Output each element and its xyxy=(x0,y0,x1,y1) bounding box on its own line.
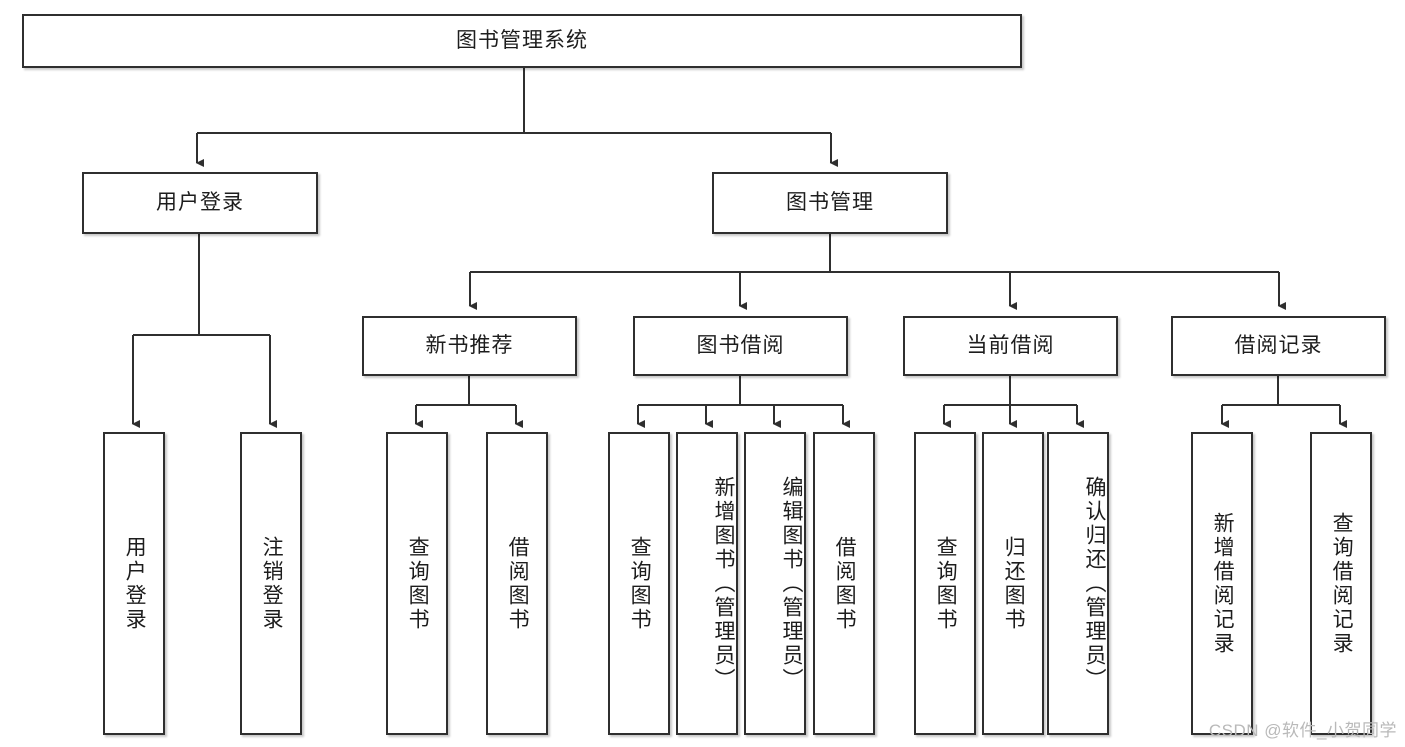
node-label: 查询图书 xyxy=(934,535,958,632)
leaf-user-login[interactable]: 用户登录 xyxy=(103,432,165,735)
node-label: 图书管理系统 xyxy=(456,29,588,53)
leaf-query-book-borrow[interactable]: 查询图书 xyxy=(608,432,670,735)
node-label: 借阅记录 xyxy=(1234,334,1323,358)
node-root-book-management-system[interactable]: 图书管理系统 xyxy=(22,14,1022,68)
leaf-borrow-book[interactable]: 借阅图书 xyxy=(813,432,875,735)
node-current-borrow[interactable]: 当前借阅 xyxy=(903,316,1118,376)
node-label: 新增图书（管理员） xyxy=(712,475,735,692)
leaf-edit-book-admin[interactable]: 编辑图书（管理员） xyxy=(744,432,806,735)
node-label: 查询图书 xyxy=(628,535,652,632)
node-label: 确认归还（管理员） xyxy=(1083,475,1106,692)
node-label: 图书借阅 xyxy=(696,334,785,358)
leaf-borrow-book-recommend[interactable]: 借阅图书 xyxy=(486,432,548,735)
node-label: 归还图书 xyxy=(1002,535,1026,632)
watermark-text: CSDN @软件_小贺同学 xyxy=(1208,721,1397,740)
node-label: 查询借阅记录 xyxy=(1330,511,1354,656)
leaf-query-book-current[interactable]: 查询图书 xyxy=(914,432,976,735)
node-label: 借阅图书 xyxy=(833,535,857,632)
leaf-add-book-admin[interactable]: 新增图书（管理员） xyxy=(676,432,738,735)
leaf-add-borrow-record[interactable]: 新增借阅记录 xyxy=(1191,432,1253,735)
node-label: 用户登录 xyxy=(123,535,147,632)
node-label: 新书推荐 xyxy=(425,334,514,358)
node-user-login[interactable]: 用户登录 xyxy=(82,172,318,234)
leaf-logout-login[interactable]: 注销登录 xyxy=(240,432,302,735)
node-label: 当前借阅 xyxy=(966,334,1055,358)
node-label: 用户登录 xyxy=(156,191,244,215)
leaf-query-book-recommend[interactable]: 查询图书 xyxy=(386,432,448,735)
node-label: 查询图书 xyxy=(406,535,430,632)
node-label: 注销登录 xyxy=(260,535,284,632)
node-book-borrow[interactable]: 图书借阅 xyxy=(633,316,848,376)
node-label: 图书管理 xyxy=(786,191,874,215)
leaf-return-book[interactable]: 归还图书 xyxy=(982,432,1044,735)
node-label: 编辑图书（管理员） xyxy=(780,475,803,692)
node-label: 借阅图书 xyxy=(506,535,530,632)
node-book-management[interactable]: 图书管理 xyxy=(712,172,948,234)
leaf-query-borrow-record[interactable]: 查询借阅记录 xyxy=(1310,432,1372,735)
node-new-book-recommend[interactable]: 新书推荐 xyxy=(362,316,577,376)
node-label: 新增借阅记录 xyxy=(1211,511,1235,656)
leaf-confirm-return-admin[interactable]: 确认归还（管理员） xyxy=(1047,432,1109,735)
node-borrow-record[interactable]: 借阅记录 xyxy=(1171,316,1386,376)
